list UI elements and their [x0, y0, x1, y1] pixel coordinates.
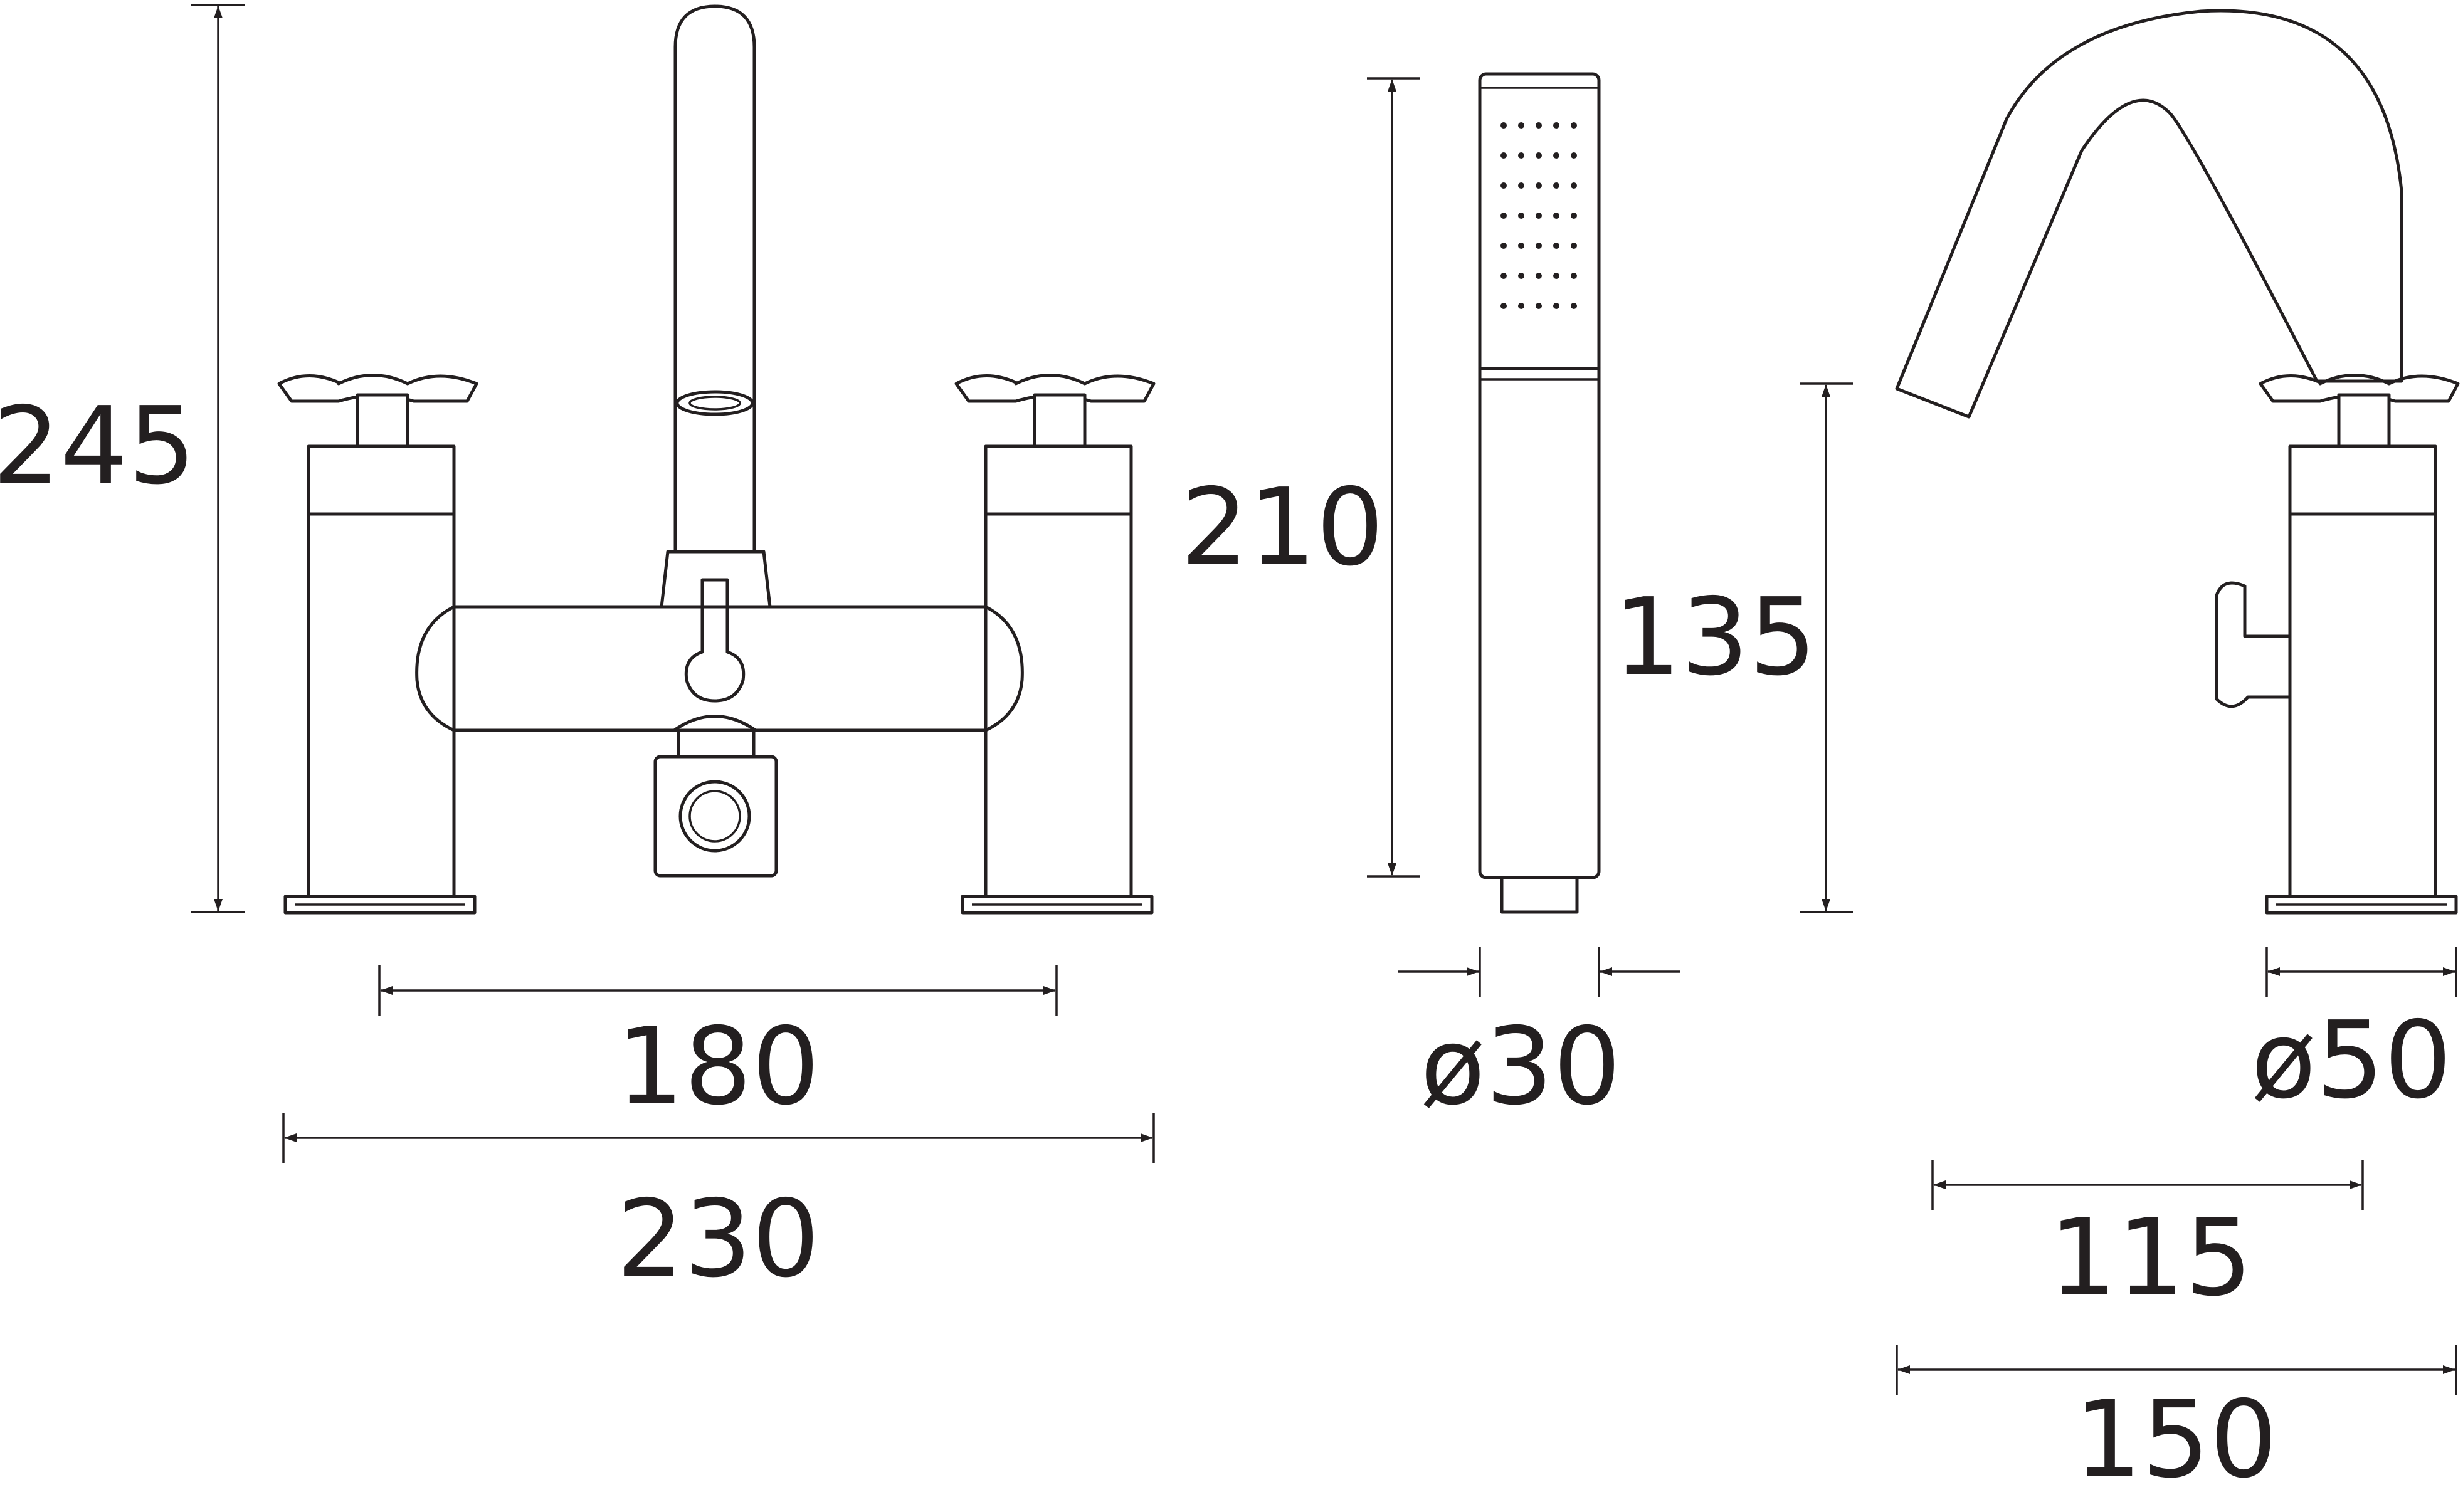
dim-reach-115: 115: [1931, 1160, 2364, 1320]
dim-label-210: 210: [1181, 466, 1384, 590]
dim-height-135: 135: [1613, 382, 1853, 913]
nozzle-dot: [1571, 182, 1577, 189]
right-pillar: [954, 374, 1156, 915]
nozzle-dot: [1518, 273, 1524, 279]
nozzle-dot: [1500, 303, 1507, 309]
side-view-mixer: [1895, 9, 2460, 915]
dim-width-180: 180: [378, 965, 1058, 1129]
mixer-spout: [660, 4, 772, 703]
nozzle-dot: [1518, 152, 1524, 159]
dim-label-d50: ø50: [2251, 999, 2452, 1123]
nozzle-dot: [1536, 152, 1542, 159]
diverter-knob: [653, 715, 778, 878]
nozzle-dot: [1518, 243, 1524, 249]
nozzle-dot: [1518, 122, 1524, 129]
dim-diameter-50: ø50: [2251, 947, 2457, 1123]
front-view-mixer: [277, 4, 1156, 915]
nozzle-dot: [1500, 243, 1507, 249]
nozzle-dot: [1553, 273, 1559, 279]
shower-handset: [1478, 72, 1601, 914]
dim-width-230: 230: [282, 1113, 1155, 1301]
dim-height-245: 245: [0, 4, 245, 913]
nozzle-dot: [1500, 182, 1507, 189]
nozzle-dot: [1553, 303, 1559, 309]
nozzle-dot: [1553, 213, 1559, 219]
nozzle-dot: [1536, 243, 1542, 249]
nozzle-dot: [1571, 303, 1577, 309]
nozzle-dot: [1518, 213, 1524, 219]
dim-height-210: 210: [1181, 77, 1420, 878]
nozzle-dot: [1553, 122, 1559, 129]
nozzle-dot: [1518, 303, 1524, 309]
nozzle-dot: [1536, 213, 1542, 219]
nozzle-dot: [1500, 152, 1507, 159]
dim-label-150: 150: [2074, 1378, 2277, 1502]
nozzle-dot: [1553, 152, 1559, 159]
nozzle-dot: [1571, 273, 1577, 279]
dim-diameter-30: ø30: [1398, 947, 1680, 1129]
nozzle-dot: [1536, 273, 1542, 279]
nozzle-dot: [1571, 243, 1577, 249]
dim-depth-150: 150: [1896, 1345, 2457, 1502]
dim-label-115: 115: [2049, 1196, 2252, 1320]
nozzle-dot: [1553, 182, 1559, 189]
side-lever: [2215, 581, 2292, 708]
nozzle-dot: [1518, 182, 1524, 189]
nozzle-dot: [1571, 122, 1577, 129]
dim-label-180: 180: [616, 1005, 820, 1129]
dim-label-245: 245: [0, 384, 196, 508]
nozzle-dot: [1536, 122, 1542, 129]
dim-label-135: 135: [1613, 575, 1817, 700]
nozzle-dot: [1571, 213, 1577, 219]
nozzle-dot: [1571, 152, 1577, 159]
dim-label-230: 230: [616, 1177, 820, 1301]
nozzle-dot: [1553, 243, 1559, 249]
side-spout: [1895, 9, 2403, 419]
nozzle-dot: [1500, 122, 1507, 129]
dim-label-d30: ø30: [1420, 1005, 1621, 1129]
left-pillar: [277, 374, 478, 915]
nozzle-dots: [1500, 122, 1577, 309]
mixer-body: [415, 605, 1024, 732]
nozzle-dot: [1500, 273, 1507, 279]
nozzle-dot: [1536, 303, 1542, 309]
nozzle-dot: [1536, 182, 1542, 189]
nozzle-dot: [1500, 213, 1507, 219]
